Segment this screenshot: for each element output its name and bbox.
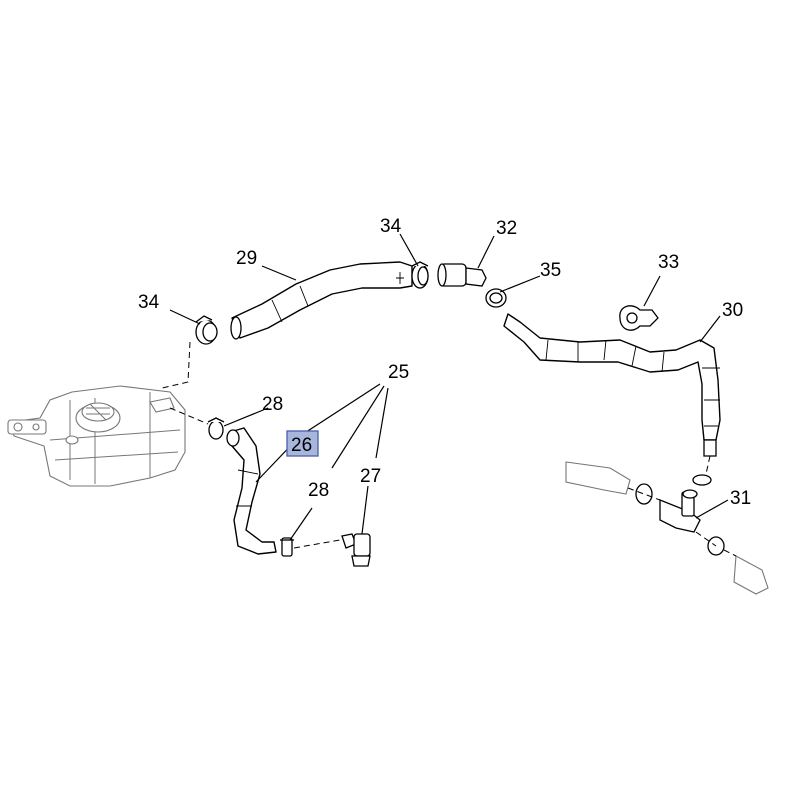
callout-34-left: 34	[138, 292, 160, 313]
callout-32: 32	[496, 218, 517, 239]
callout-31: 31	[730, 488, 751, 509]
callout-28-upper: 28	[262, 394, 283, 415]
callout-33: 33	[658, 252, 679, 273]
connector-32	[437, 263, 487, 287]
tee-fitting-31	[565, 461, 769, 595]
callout-30: 30	[722, 300, 743, 321]
clamp-28-lower	[280, 537, 294, 557]
callout-26: 26	[291, 435, 312, 456]
clamp-34-top	[411, 261, 429, 289]
callout-35: 35	[540, 260, 561, 281]
coolant-reservoir	[7, 385, 186, 487]
clamp-30-31	[692, 474, 712, 486]
dashed-connection-28-27	[293, 539, 341, 549]
clamp-34-left	[195, 315, 218, 345]
hose-29	[230, 261, 413, 340]
dashed-connection-reservoir-hose	[169, 407, 209, 425]
callout-26-highlight	[286, 430, 319, 457]
dashed-connection-reservoir	[161, 341, 191, 389]
connector-27	[341, 533, 371, 567]
leader-lines	[169, 233, 729, 541]
hose-26	[226, 427, 277, 555]
callout-27: 27	[360, 466, 381, 487]
callout-28-lower: 28	[308, 480, 329, 501]
hose-30	[503, 313, 721, 457]
callout-29: 29	[236, 248, 257, 269]
dashed-connection-30-31	[705, 455, 711, 475]
callout-25: 25	[388, 362, 409, 383]
clamp-28-upper	[207, 417, 225, 440]
clip-33	[619, 305, 659, 331]
callout-34-top: 34	[380, 216, 402, 237]
clamp-35	[485, 288, 507, 308]
